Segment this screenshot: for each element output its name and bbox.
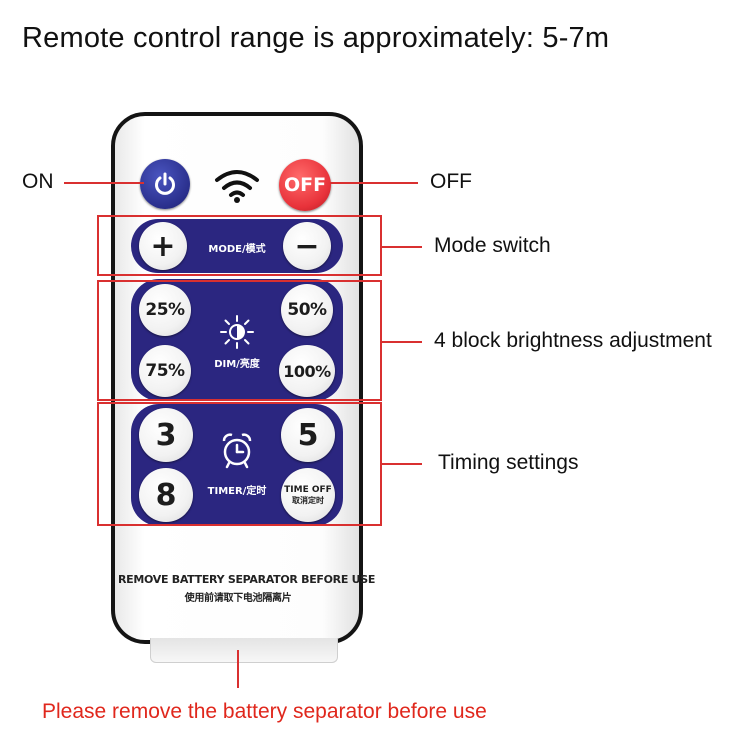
sun-icon bbox=[220, 315, 254, 349]
alarm-clock-icon bbox=[222, 433, 252, 469]
brightness-100-label: 100% bbox=[283, 361, 331, 381]
off-callout-line bbox=[330, 182, 418, 184]
dim-label: DIM/亮度 bbox=[214, 359, 260, 370]
power-button[interactable] bbox=[140, 159, 190, 209]
timer-5-button[interactable]: 5 bbox=[281, 408, 335, 462]
separator-callout-line bbox=[237, 650, 239, 688]
power-icon bbox=[155, 172, 175, 195]
brightness-50-label: 50% bbox=[287, 300, 327, 320]
battery-note-cn: 使用前请取下电池隔离片 bbox=[184, 593, 292, 604]
timing-callout: Timing settings bbox=[438, 451, 579, 474]
off-button-label: OFF bbox=[283, 174, 327, 196]
time-off-button[interactable]: TIME OFF 取消定时 bbox=[281, 468, 335, 522]
mode-label: MODE/模式 bbox=[208, 244, 266, 255]
plus-icon: + bbox=[150, 228, 176, 264]
time-off-cn-label: 取消定时 bbox=[292, 495, 324, 505]
minus-icon: − bbox=[294, 228, 320, 264]
off-button[interactable]: OFF bbox=[279, 159, 331, 211]
mode-plus-button[interactable]: + bbox=[139, 222, 187, 270]
brightness-25-button[interactable]: 25% bbox=[139, 284, 191, 336]
on-callout-line bbox=[64, 182, 144, 184]
brightness-100-button[interactable]: 100% bbox=[279, 345, 335, 397]
timer-highlight-frame bbox=[97, 402, 382, 526]
mode-callout: Mode switch bbox=[434, 234, 551, 257]
brightness-callout: 4 block brightness adjustment bbox=[434, 329, 712, 352]
mode-callout-line bbox=[382, 246, 422, 248]
timer-8-label: 8 bbox=[155, 477, 177, 513]
mode-highlight-frame bbox=[97, 215, 382, 276]
mode-minus-button[interactable]: − bbox=[283, 222, 331, 270]
brightness-highlight-frame bbox=[97, 280, 382, 401]
headline: Remote control range is approximately: 5… bbox=[22, 22, 610, 54]
timer-5-label: 5 bbox=[297, 417, 319, 453]
on-callout: ON bbox=[22, 170, 54, 193]
brightness-25-label: 25% bbox=[145, 300, 185, 320]
time-off-label: TIME OFF bbox=[284, 484, 332, 495]
battery-note-en: REMOVE BATTERY SEPARATOR BEFORE USE bbox=[118, 573, 376, 586]
brightness-75-label: 75% bbox=[145, 361, 185, 381]
wifi-icon bbox=[215, 170, 259, 203]
footer-warning: Please remove the battery separator befo… bbox=[42, 700, 487, 723]
timer-3-button[interactable]: 3 bbox=[139, 408, 193, 462]
timer-3-label: 3 bbox=[155, 417, 177, 453]
timer-8-button[interactable]: 8 bbox=[139, 468, 193, 522]
brightness-callout-line bbox=[382, 341, 422, 343]
timer-label: TIMER/定时 bbox=[207, 486, 267, 497]
brightness-50-button[interactable]: 50% bbox=[281, 284, 333, 336]
battery-separator-tab[interactable] bbox=[150, 638, 338, 663]
timing-callout-line bbox=[382, 463, 422, 465]
off-callout: OFF bbox=[430, 170, 472, 193]
brightness-75-button[interactable]: 75% bbox=[139, 345, 191, 397]
